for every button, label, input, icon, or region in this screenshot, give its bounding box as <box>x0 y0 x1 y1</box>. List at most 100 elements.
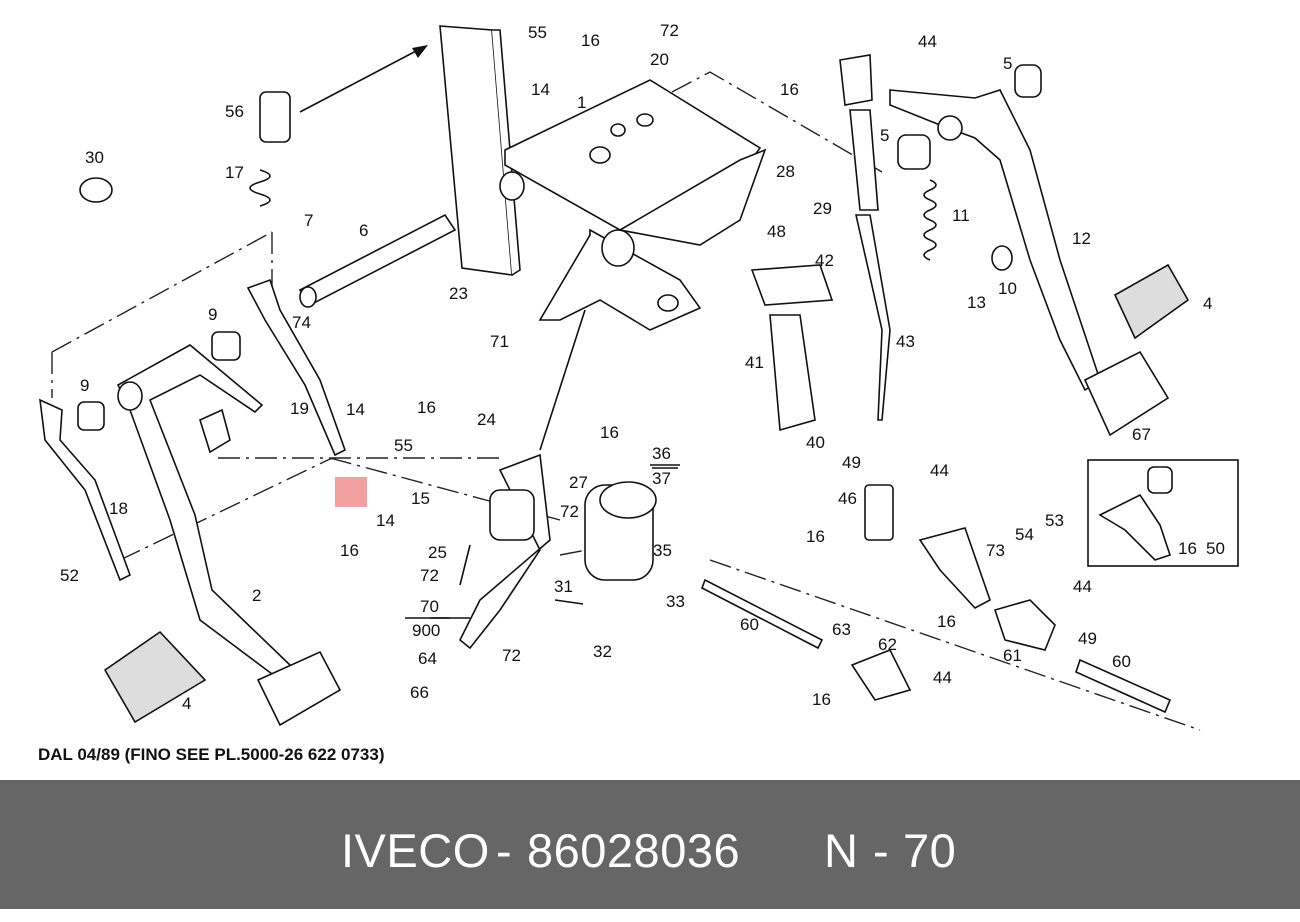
callout-label: 48 <box>767 222 786 241</box>
leader-line <box>430 309 678 619</box>
callout-label: 44 <box>930 461 949 480</box>
part-number-footer: IVECO - 86028036 N - 70 <box>0 780 1300 909</box>
callout-label: 55 <box>394 436 413 455</box>
part-clutch-pedal <box>39 278 346 727</box>
callout-label: 37 <box>652 469 671 488</box>
callout-label: 16 <box>806 527 825 546</box>
callout-label: 12 <box>1072 229 1091 248</box>
callout-label: 4 <box>182 694 191 713</box>
callout-label: 11 <box>952 206 970 225</box>
callout-label: 17 <box>225 163 244 182</box>
position-number: 70 <box>903 824 957 877</box>
callout-label: 49 <box>1078 629 1097 648</box>
callout-label: 7 <box>304 211 313 230</box>
inset-bushing <box>1147 466 1173 494</box>
callout-label: 15 <box>411 489 430 508</box>
callout-label: 20 <box>650 50 669 69</box>
callout-label: 4 <box>1203 294 1212 313</box>
callout-label: 16 <box>600 423 619 442</box>
callout-label: 14 <box>376 511 395 530</box>
callout-label: 18 <box>109 499 128 518</box>
callout-label: 41 <box>745 353 764 372</box>
callout-label: 44 <box>933 668 952 687</box>
callout-label: 56 <box>225 102 244 121</box>
callout-label: 14 <box>346 400 365 419</box>
callout-label: 16 <box>581 31 600 50</box>
callout-label: 53 <box>1045 511 1064 530</box>
callout-label: 16 <box>812 690 831 709</box>
callout-label: 54 <box>1015 525 1034 544</box>
callout-label: 64 <box>418 649 437 668</box>
callout-label: 72 <box>420 566 439 585</box>
callout-label: 1 <box>577 93 586 112</box>
callout-label: 60 <box>1112 652 1131 671</box>
callout-label: 61 <box>1003 646 1022 665</box>
arrow-line <box>299 49 419 113</box>
callout-label: 52 <box>60 566 79 585</box>
callout-label: 5 <box>1003 54 1012 73</box>
brand-name: IVECO <box>341 824 490 877</box>
callout-label: 16 <box>780 80 799 99</box>
callout-label: 46 <box>838 489 857 508</box>
callout-label: 32 <box>593 642 612 661</box>
callout-label: 40 <box>806 433 825 452</box>
diagram-code: N <box>824 824 859 877</box>
callout-label: 13 <box>967 293 986 312</box>
callout-label: 14 <box>531 80 550 99</box>
separator: - <box>496 824 513 877</box>
callout-label: 9 <box>208 305 217 324</box>
inset-box-50 <box>1087 459 1239 567</box>
callout-label: 71 <box>490 332 509 351</box>
callout-label: 50 <box>1206 539 1225 558</box>
callout-label: 67 <box>1132 425 1151 444</box>
part-bracket <box>439 25 767 331</box>
callout-label: 72 <box>560 502 579 521</box>
callout-label: 29 <box>813 199 832 218</box>
callout-label: 31 <box>554 577 573 596</box>
callout-label: 36 <box>652 444 671 463</box>
callout-label: 6 <box>359 221 368 240</box>
part-number: 86028036 <box>527 824 741 877</box>
callout-label: 72 <box>660 21 679 40</box>
callout-label: 28 <box>776 162 795 181</box>
callout-label: 63 <box>832 620 851 639</box>
callout-label: 9 <box>80 376 89 395</box>
callout-label: 66 <box>410 683 429 702</box>
part-shaft-and-rods <box>79 54 1172 714</box>
callout-label: 72 <box>502 646 521 665</box>
inset-bracket <box>1098 493 1172 561</box>
highlight-marker <box>335 477 367 507</box>
part-brake-pedal <box>889 64 1190 437</box>
callout-label: 16 <box>417 398 436 417</box>
callout-label: 25 <box>428 543 447 562</box>
callout-label: 900 <box>412 621 440 640</box>
callout-label: 44 <box>1073 577 1092 596</box>
callout-label: 42 <box>815 251 834 270</box>
fraction-bar <box>405 464 680 619</box>
callout-label: 5 <box>880 126 889 145</box>
callout-label: 30 <box>85 148 104 167</box>
callout-label: 43 <box>896 332 915 351</box>
callout-label: 10 <box>998 279 1017 298</box>
separator: - <box>873 824 890 877</box>
diagram-footnote: DAL 04/89 (FINO SEE PL.5000-26 622 0733) <box>38 745 384 764</box>
callout-label: 24 <box>477 410 496 429</box>
callout-label: 16 <box>937 612 956 631</box>
callout-label: 23 <box>449 284 468 303</box>
part-linkage-components <box>850 245 1056 701</box>
callout-label: 73 <box>986 541 1005 560</box>
callout-label: 70 <box>420 597 439 616</box>
callout-label: 2 <box>252 586 261 605</box>
callout-label: 35 <box>653 541 672 560</box>
callout-label: 27 <box>569 473 588 492</box>
exploded-parts-diagram: 1 2 4 4 5 5 6 7 9 9 10 11 12 13 14 14 14… <box>38 21 1239 764</box>
callout-label: 55 <box>528 23 547 42</box>
callout-label: 74 <box>292 313 311 332</box>
part-master-cylinder <box>458 264 834 650</box>
arrow-head <box>412 45 428 58</box>
callout-label: 16 <box>340 541 359 560</box>
callout-label: 49 <box>842 453 861 472</box>
callout-label: 16 <box>1178 539 1197 558</box>
callout-label: 60 <box>740 615 759 634</box>
